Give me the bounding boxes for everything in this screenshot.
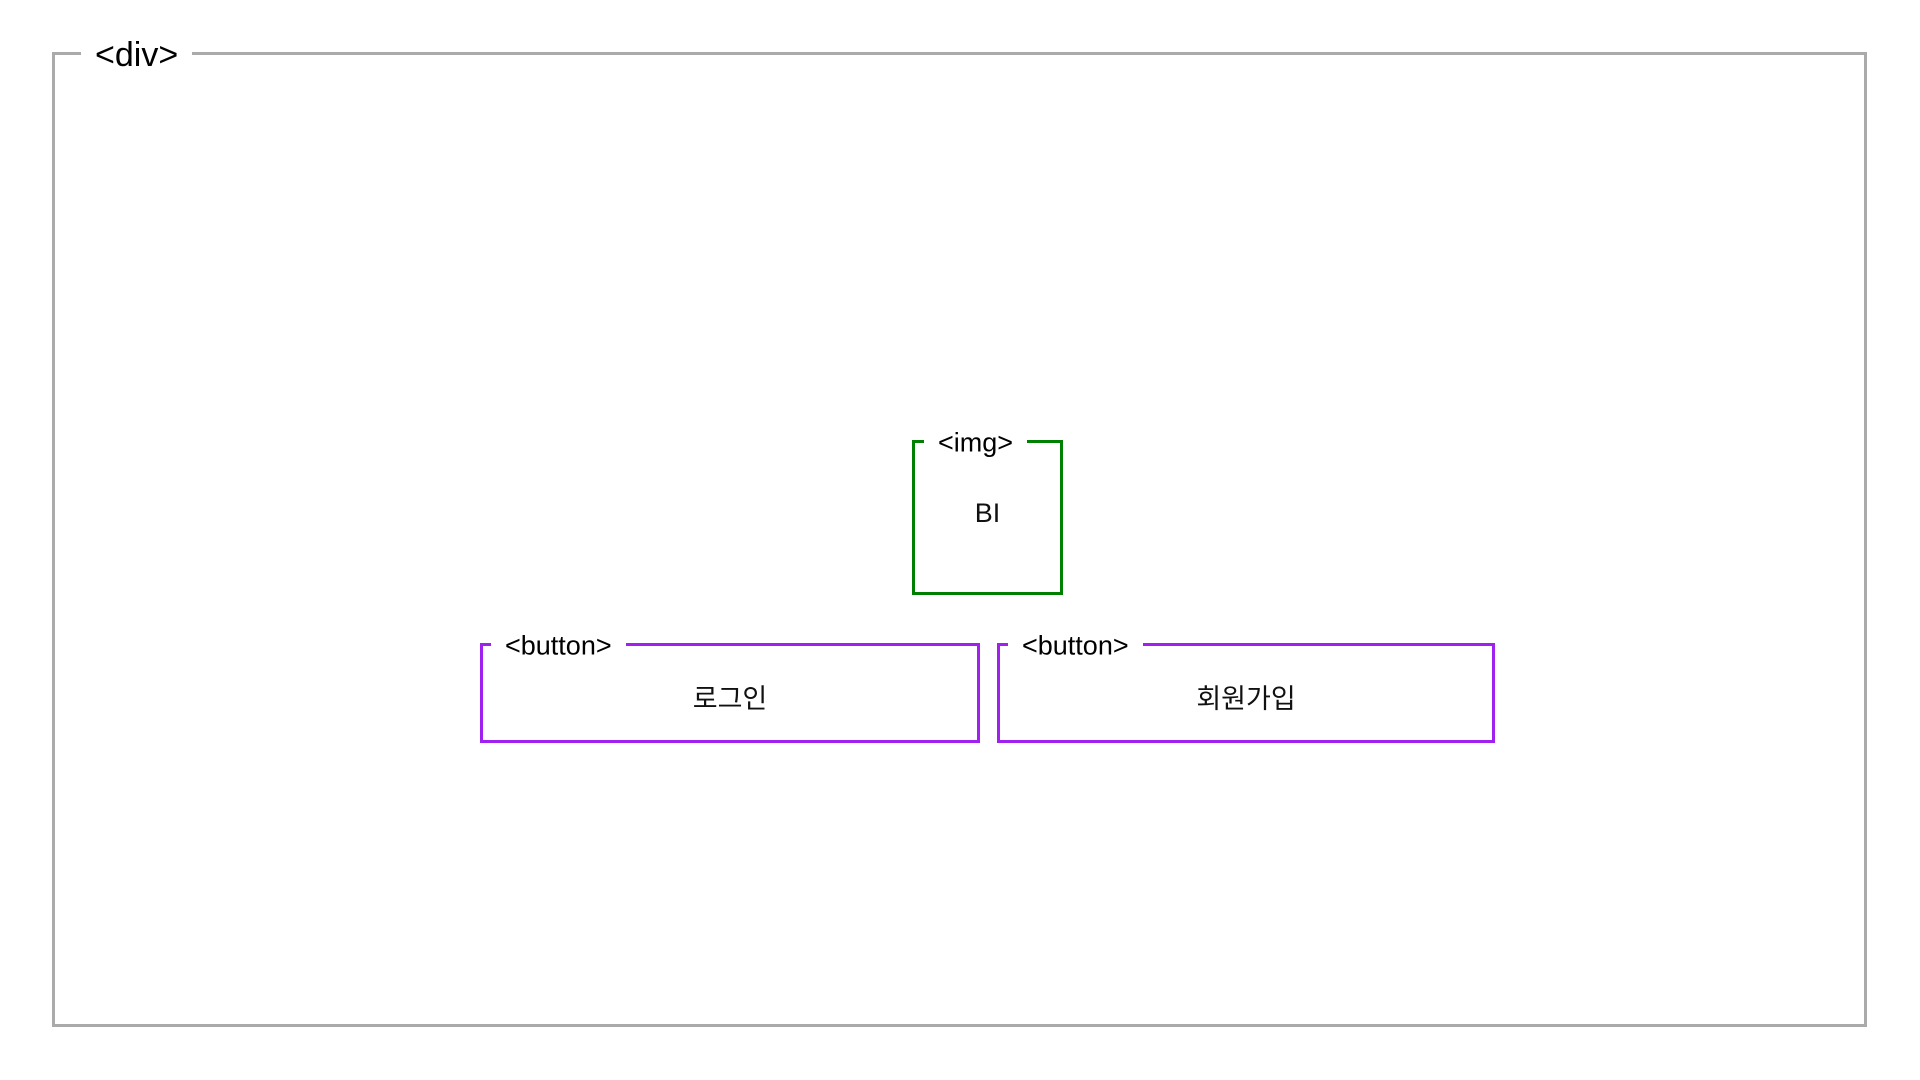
signup-button[interactable]: <button> 회원가입 bbox=[997, 632, 1495, 743]
signup-button-label: 회원가입 bbox=[1196, 683, 1296, 714]
login-button-label: 로그인 bbox=[692, 683, 768, 714]
bi-logo-image: <img> BI bbox=[912, 429, 1063, 595]
login-button-tag-label: <button> bbox=[491, 632, 626, 660]
root-container-tag-label: <div> bbox=[81, 38, 193, 72]
bi-logo-alt-text: BI bbox=[974, 498, 1001, 528]
bi-logo-image-tag-label: <img> bbox=[924, 429, 1028, 457]
root-container: <div> <img> BI <button> 로그인 <button> 회원가… bbox=[52, 38, 1867, 1027]
signup-button-tag-label: <button> bbox=[1008, 632, 1143, 660]
login-button[interactable]: <button> 로그인 bbox=[480, 632, 980, 743]
